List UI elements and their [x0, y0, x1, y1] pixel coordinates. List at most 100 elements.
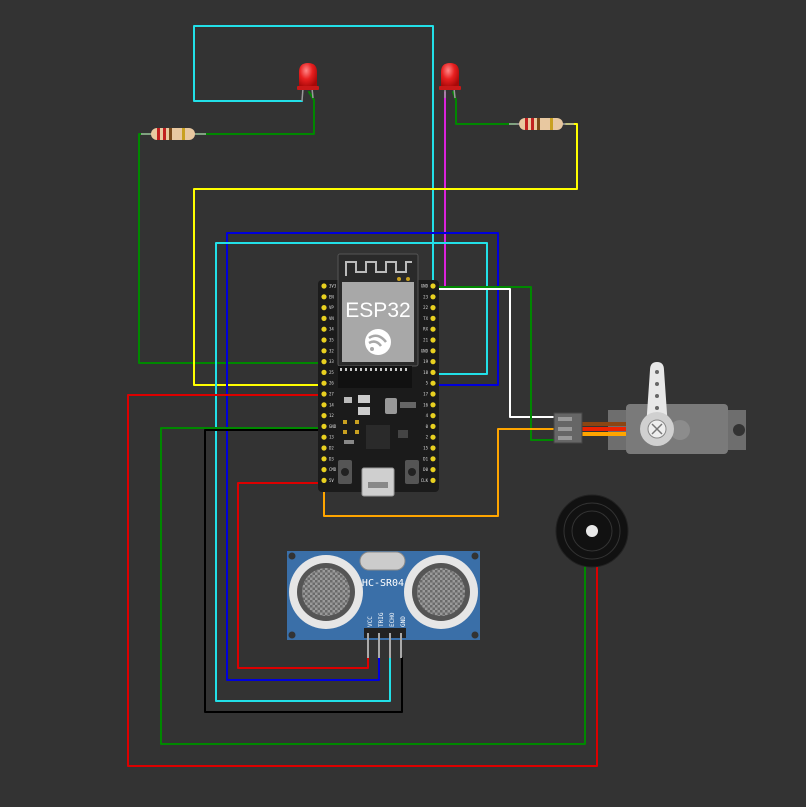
esp32-left-pin[interactable]	[321, 402, 327, 408]
wire-cyan-echo[interactable]	[215, 242, 488, 702]
wire-black-gnd[interactable]	[204, 429, 403, 713]
esp32-left-pin[interactable]	[321, 391, 327, 397]
esp32-left-pin[interactable]	[321, 305, 327, 311]
esp32-right-pin[interactable]	[430, 477, 436, 483]
pin-label-echo: ECHO	[389, 612, 396, 627]
esp32-board[interactable]: ESP32	[318, 253, 439, 497]
pin-label-trig: TRIG	[378, 612, 385, 627]
esp32-left-pin-label: 32	[329, 348, 334, 353]
wire-blue-trig[interactable]	[226, 232, 499, 681]
wire-green-servo[interactable]	[433, 286, 557, 441]
antenna-trace	[345, 261, 412, 276]
led-1[interactable]	[297, 63, 319, 102]
esp32-right-pin-label: D0	[423, 467, 428, 472]
esp32-left-pin[interactable]	[321, 294, 327, 300]
esp32-right-pin[interactable]	[430, 348, 436, 354]
servo-motor[interactable]	[553, 362, 746, 454]
hcsr04-label: HC-SR04	[362, 578, 404, 589]
esp32-left-pin[interactable]	[321, 348, 327, 354]
esp32-left-pin[interactable]	[321, 369, 327, 375]
esp32-left-pin[interactable]	[321, 380, 327, 386]
esp32-left-pin[interactable]	[321, 477, 327, 483]
ultrasonic-sensor[interactable]: HC-SR04 VCC TRIG ECHO GND	[287, 551, 480, 658]
esp32-right-pin-label: 15	[423, 446, 428, 451]
esp32-left-pin[interactable]	[321, 283, 327, 289]
esp32-right-pin[interactable]	[430, 456, 436, 462]
esp32-left-pin[interactable]	[321, 337, 327, 343]
esp32-right-pin-label: 23	[423, 294, 428, 299]
wire-green-resistor1-esp[interactable]	[138, 133, 325, 364]
wires	[127, 25, 598, 767]
esp32-right-pin-label: 17	[423, 392, 428, 397]
esp32-right-pin[interactable]	[430, 326, 436, 332]
esp32-left-pin[interactable]	[321, 423, 327, 429]
esp32-left-pin[interactable]	[321, 445, 327, 451]
esp32-right-pin[interactable]	[430, 337, 436, 343]
esp32-left-pin[interactable]	[321, 434, 327, 440]
esp32-right-pin-label: RX	[423, 327, 428, 332]
esp32-right-pin[interactable]	[430, 423, 436, 429]
esp32-left-pin-label: 12	[329, 413, 334, 418]
esp32-right-pin-label: CLK	[421, 478, 429, 483]
pin-label-gnd: GND	[400, 616, 407, 627]
esp32-left-pin-label: 26	[329, 381, 334, 386]
esp32-left-pin[interactable]	[321, 456, 327, 462]
esp32-left-pin-label: D2	[329, 446, 334, 451]
esp32-right-pin[interactable]	[430, 413, 436, 419]
esp32-right-pin[interactable]	[430, 369, 436, 375]
wire-green-led1-resistor[interactable]	[195, 91, 315, 135]
ultrasonic-transmitter	[289, 555, 363, 629]
esp32-right-pin[interactable]	[430, 391, 436, 397]
wire-red-buzzer[interactable]	[127, 394, 598, 767]
esp32-left-pin[interactable]	[321, 359, 327, 365]
wire-orange-servo[interactable]	[323, 428, 557, 517]
esp32-left-pin[interactable]	[321, 467, 327, 473]
esp32-right-pin-label: 0	[426, 424, 429, 429]
esp32-right-pin[interactable]	[430, 294, 436, 300]
esp32-left-pin-label: 33	[329, 359, 334, 364]
esp32-right-pin[interactable]	[430, 283, 436, 289]
esp32-left-pin[interactable]	[321, 413, 327, 419]
esp32-left-pin-header: 3V3ENVPVN343532332526271412GND13D2D3CMD5…	[321, 283, 337, 483]
esp32-left-pin[interactable]	[321, 326, 327, 332]
esp32-right-pin-label: D1	[423, 456, 428, 461]
esp32-left-pin-label: 35	[329, 338, 334, 343]
esp32-right-pin-label: 22	[423, 305, 428, 310]
esp32-left-pin-label: 5V	[329, 478, 334, 483]
esp32-label: ESP32	[345, 299, 410, 322]
esp32-left-pin-label: 3V3	[329, 284, 337, 289]
led-2[interactable]	[439, 63, 461, 99]
esp32-right-pin[interactable]	[430, 402, 436, 408]
esp32-left-pin-label: 13	[329, 435, 334, 440]
esp32-right-pin[interactable]	[430, 315, 436, 321]
esp32-right-pin[interactable]	[430, 305, 436, 311]
esp32-left-pin-label: VP	[329, 305, 334, 310]
wire-cyan-led1[interactable]	[193, 25, 434, 288]
piezo-buzzer[interactable]	[555, 494, 629, 568]
wire-white-servo[interactable]	[433, 288, 557, 418]
esp32-left-pin-label: VN	[329, 316, 334, 321]
esp32-right-pin-label: 4	[426, 413, 429, 418]
esp32-left-pin[interactable]	[321, 315, 327, 321]
pin-label-vcc: VCC	[367, 616, 374, 627]
esp32-right-pin-label: 2	[426, 435, 429, 440]
wire-green-buzzer[interactable]	[160, 427, 586, 745]
resistor-1[interactable]	[141, 128, 206, 140]
esp32-right-pin-label: 5	[426, 381, 429, 386]
esp32-right-pin[interactable]	[430, 445, 436, 451]
resistor-2[interactable]	[509, 118, 574, 130]
esp32-right-pin[interactable]	[430, 467, 436, 473]
esp32-right-pin-label: GND	[421, 284, 429, 289]
wire-red-vcc[interactable]	[237, 482, 369, 669]
esp32-left-pin-label: 27	[329, 392, 334, 397]
crystal-oscillator	[359, 551, 406, 571]
esp32-right-pin[interactable]	[430, 434, 436, 440]
screw-icon	[651, 423, 663, 435]
esp32-right-pin[interactable]	[430, 359, 436, 365]
esp32-left-pin-label: GND	[329, 424, 337, 429]
esp32-right-pin-label: TX	[423, 316, 428, 321]
wire-green-led2-resistor[interactable]	[452, 91, 517, 125]
esp32-right-pin[interactable]	[430, 380, 436, 386]
esp32-right-pin-label: 21	[423, 338, 428, 343]
